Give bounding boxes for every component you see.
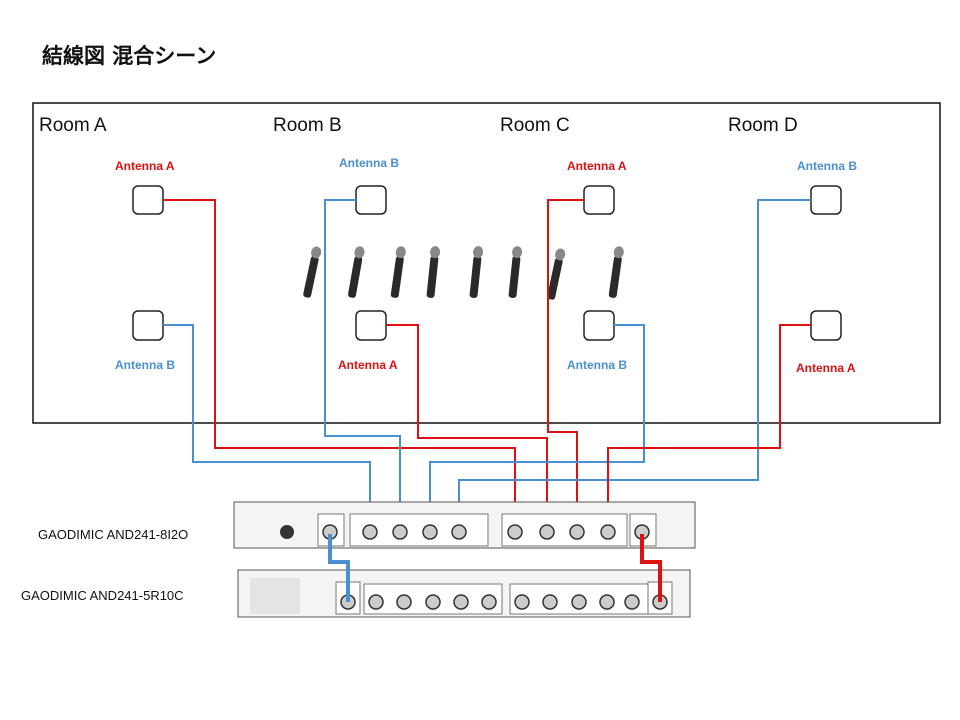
room-d-label: Room D [728, 115, 798, 136]
cable-d-antenna-a [607, 324, 811, 522]
page-title: 結線図 混合シーン [42, 44, 217, 68]
cable-out-a [640, 534, 662, 602]
room-a-label: Room A [39, 115, 107, 136]
microphone-icon [469, 246, 484, 298]
microphone-icon [303, 246, 322, 298]
cable-a-antenna-a [163, 199, 516, 522]
antenna-box [132, 185, 164, 215]
microphone-icon [547, 248, 566, 300]
combiner-label: GAODIMIC AND241-8I2O [38, 527, 189, 542]
cable-b-antenna-b [324, 199, 401, 522]
cable-out-b [328, 534, 350, 602]
antenna-label: Antenna A [338, 358, 398, 372]
room-c-label: Room C [500, 115, 570, 136]
antenna-box [132, 310, 164, 341]
antenna-box [583, 185, 615, 215]
antenna-box [810, 185, 842, 215]
room-b-label: Room B [273, 115, 342, 136]
cable-a-antenna-b [163, 324, 371, 522]
microphone-icon [390, 246, 406, 298]
combiner-device [233, 501, 696, 549]
cable-b-antenna-a [386, 324, 548, 522]
microphone-icon [348, 246, 365, 298]
antenna-box [583, 310, 615, 341]
antenna-label: Antenna B [339, 156, 399, 170]
cable-c-antenna-b [429, 324, 645, 522]
antenna-box [355, 185, 387, 215]
antenna-label: Antenna A [567, 159, 627, 173]
microphone-icon [508, 246, 523, 298]
antenna-label: Antenna B [567, 358, 627, 372]
microphone-icon [426, 246, 441, 298]
antenna-label: Antenna A [796, 361, 856, 375]
distributor-label: GAODIMIC AND241-5R10C [21, 588, 184, 603]
antenna-box [355, 310, 387, 341]
antenna-box [810, 310, 842, 341]
microphone-icon [608, 246, 624, 298]
cable-d-antenna-b [458, 199, 811, 522]
rooms-frame [32, 102, 941, 424]
antenna-label: Antenna A [115, 159, 175, 173]
antenna-label: Antenna B [797, 159, 857, 173]
antenna-label: Antenna B [115, 358, 175, 372]
distributor-device [237, 569, 691, 618]
